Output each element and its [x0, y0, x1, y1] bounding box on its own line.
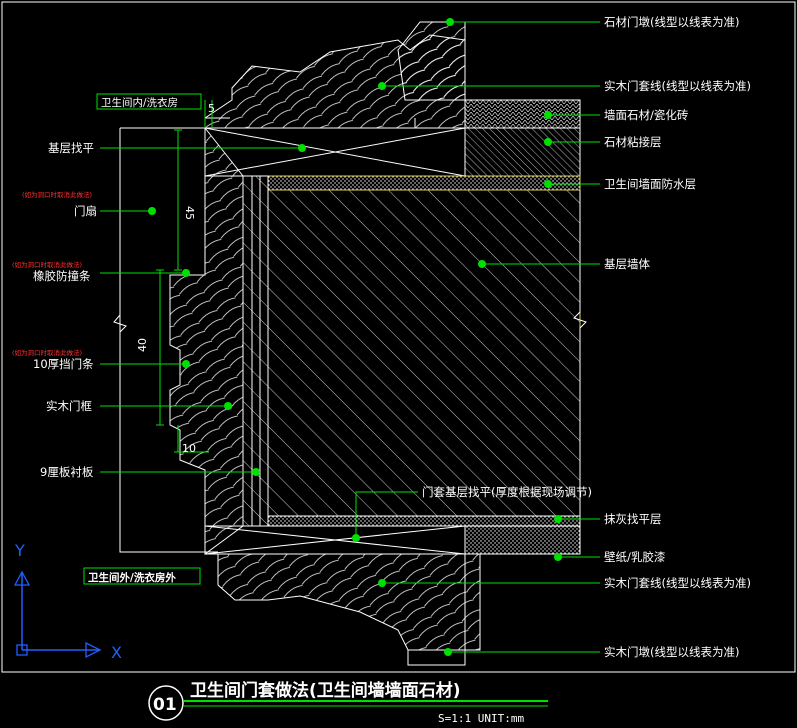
- right-leaders: [378, 18, 600, 656]
- drawing-border: [1, 1, 796, 673]
- label-stone-door-pier: 石材门墩(线型以线表为准): [604, 15, 739, 29]
- ucs-axes-icon: [13, 570, 102, 659]
- label-wood-door-pier: 实木门墩(线型以线表为准): [604, 645, 739, 659]
- label-plywood-backing: 9厘板衬板: [40, 465, 94, 479]
- label-base-leveling: 基层找平: [48, 141, 94, 155]
- dim-10: 10: [182, 442, 196, 455]
- center-leader: [352, 491, 418, 542]
- label-rubber-strip: 橡胶防撞条: [33, 269, 91, 283]
- label-wall-stone: 墙面石材/瓷化砖: [604, 108, 689, 122]
- base-wall-block: [267, 189, 581, 517]
- plaster-strip: [267, 515, 581, 527]
- left-leaders: [100, 144, 306, 476]
- note-rubber-strip: (如为洞口时取消此做法): [12, 260, 82, 269]
- label-wood-door-trim-bottom: 实木门套线(线型以线表为准): [604, 576, 751, 590]
- label-door-leaf: 门扇: [74, 204, 97, 218]
- note-door-stop: (如为洞口时取消此做法): [12, 348, 82, 357]
- dimension-lines: [156, 100, 213, 453]
- label-wallpaper-paint: 壁纸/乳胶漆: [604, 550, 665, 564]
- adhesive-strip: [464, 127, 581, 177]
- label-stone-adhesive: 石材粘接层: [604, 135, 662, 149]
- waterproof-strip: [267, 175, 581, 191]
- axis-x-label: X: [111, 643, 122, 662]
- label-waterproof-layer: 卫生间墙面防水层: [604, 177, 696, 191]
- drawing-title: 卫生间门套做法(卫生间墙墙面石材): [190, 680, 461, 701]
- wood-frame-shape: [169, 126, 244, 555]
- dim-5: 5: [208, 102, 215, 115]
- note-door-leaf: (如为洞口时取消此做法): [22, 190, 92, 199]
- room-inside-label: 卫生间内/洗衣房: [101, 96, 178, 109]
- label-plaster-layer: 抹灰找平层: [604, 512, 662, 526]
- axis-y-label: Y: [14, 541, 25, 560]
- door-leaf-outline: [119, 127, 218, 553]
- wallpaper-strip: [464, 525, 581, 555]
- label-wood-frame: 实木门框: [46, 399, 92, 413]
- wall-stone-strip: [464, 99, 581, 129]
- title-block: [148, 685, 548, 721]
- dim-40: 40: [136, 338, 149, 352]
- label-base-wall: 基层墙体: [604, 257, 650, 271]
- bottom-trim-shape: [217, 553, 481, 651]
- plywood-block: [242, 175, 269, 527]
- label-door-stop: 10厚挡门条: [33, 357, 94, 371]
- scale-text: S=1:1 UNIT:mm: [438, 712, 524, 725]
- top-trim-shape: [204, 34, 466, 129]
- room-outside-label: 卫生间外/洗衣房外: [88, 571, 176, 584]
- title-number: 01: [153, 695, 177, 715]
- label-center-leveling: 门套基层找平(厚度根据现场调节): [422, 485, 592, 499]
- label-wood-door-trim-top: 实木门套线(线型以线表为准): [604, 79, 751, 93]
- dim-45: 45: [183, 206, 196, 220]
